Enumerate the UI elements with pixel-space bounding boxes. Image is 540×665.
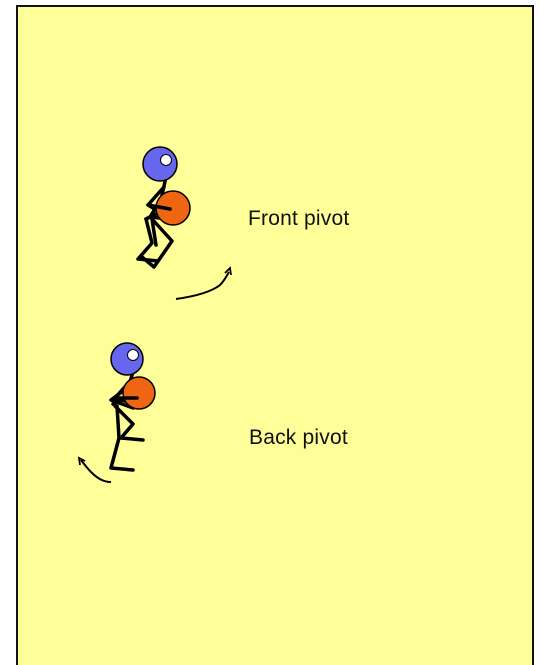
front-pivot-label: Front pivot: [248, 207, 350, 230]
ball-icon: [122, 376, 156, 410]
front-pivot-figure-icon: [136, 146, 232, 300]
front-pivot-arrow-icon: [175, 271, 230, 300]
back-pivot-arrow-icon: [80, 459, 112, 483]
diagram-panel: Front pivot Back pivot: [16, 5, 534, 665]
back-pivot-figure-icon: [77, 342, 156, 483]
head-icon: [142, 146, 178, 182]
back-pivot-label: Back pivot: [249, 426, 348, 449]
head-icon: [110, 342, 144, 376]
